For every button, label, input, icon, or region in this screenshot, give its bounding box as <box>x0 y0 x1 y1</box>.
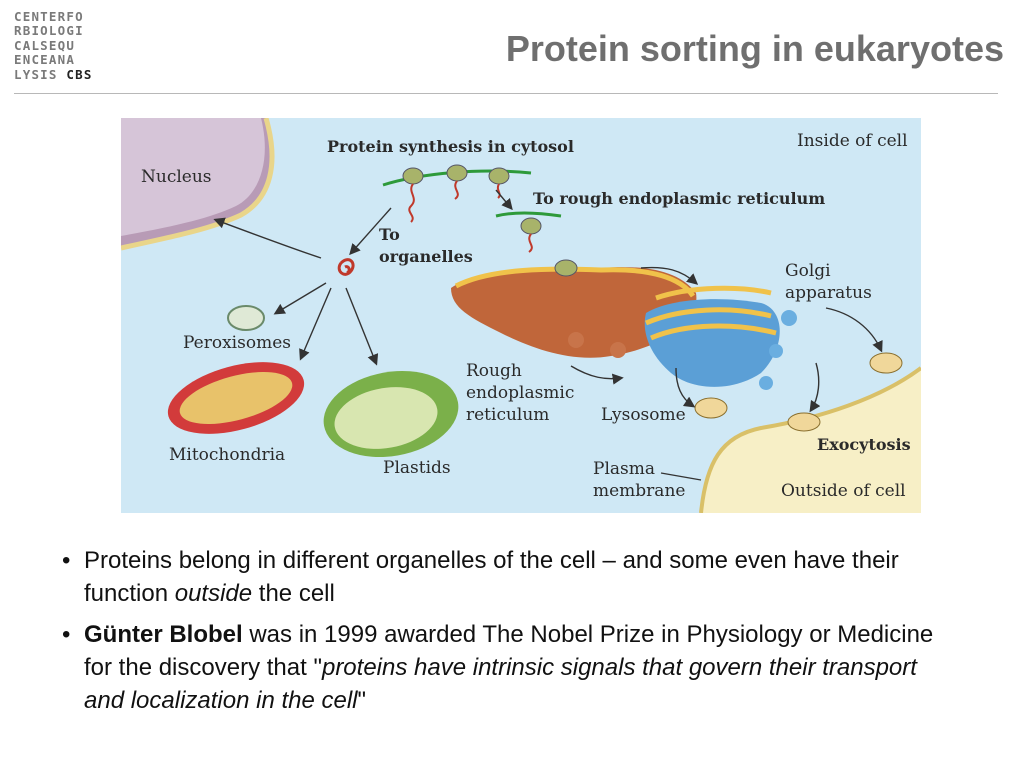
label-endoplasmic: endoplasmic <box>466 383 574 403</box>
secretory-vesicle <box>869 352 903 374</box>
arrow-to-organelles <box>349 207 392 256</box>
label-outside-cell: Outside of cell <box>781 481 906 501</box>
slide-title: Protein sorting in eukaryotes <box>505 28 1004 69</box>
golgi-vesicle <box>781 310 797 326</box>
arrow-to-vesicle <box>825 307 883 353</box>
label-organelles: organelles <box>379 247 473 266</box>
label-plasma: Plasma <box>593 459 655 479</box>
logo-line: CENTERFO <box>14 9 84 24</box>
label-inside-cell: Inside of cell <box>797 131 908 151</box>
ribosome-icon <box>520 217 542 253</box>
protein-sorting-figure: Protein synthesis in cytosol Inside of c… <box>121 118 921 513</box>
label-membrane: membrane <box>593 481 685 501</box>
golgi-cisterna <box>650 323 777 341</box>
label-lysosome: Lysosome <box>601 405 686 425</box>
bullet-item: • Proteins belong in different organelles… <box>62 544 962 610</box>
bullet-list: • Proteins belong in different organelles… <box>62 544 962 725</box>
bullet-strong: Günter Blobel <box>84 621 243 648</box>
golgi-vesicle <box>769 344 783 358</box>
rough-er-vesicle <box>610 342 626 358</box>
ribosome-icon <box>402 167 424 223</box>
arrow-to-mitochondrion <box>299 287 332 361</box>
golgi-cisterna <box>645 307 772 326</box>
label-to: To <box>379 225 400 244</box>
exocytosis-vesicle <box>787 412 821 432</box>
cbs-logo: CENTERFO RBIOLOGI CALSEQU ENCEANA LYSIS … <box>14 9 93 82</box>
rough-er-shape <box>451 267 697 358</box>
plasma-membrane-shape <box>699 366 921 513</box>
bullet-dot: • <box>62 621 71 648</box>
arrow-to-plastid <box>345 287 379 366</box>
label-apparatus: apparatus <box>785 283 872 303</box>
rough-er-vesicle <box>568 332 584 348</box>
bullet-emphasis: proteins have intrinsic signals that gov… <box>84 654 917 714</box>
rough-er-membrane <box>454 266 696 298</box>
lysosome-shape <box>694 397 728 419</box>
bullet-text: was in 1999 awarded The Nobel Prize in P… <box>84 621 934 681</box>
nucleus-inner <box>121 118 265 236</box>
title-divider <box>14 93 998 94</box>
mitochondrion-inner <box>179 371 293 425</box>
logo-line-last: LYSIS CBS <box>14 66 93 82</box>
arrow-to-nucleus <box>213 217 322 259</box>
ribosome-icon <box>446 164 468 200</box>
bullet-item: • Günter Blobel was in 1999 awarded The N… <box>62 618 962 717</box>
nucleus-envelope <box>121 118 275 251</box>
logo-line: RBIOLOGI <box>14 23 84 39</box>
bullet-text: the cell <box>252 580 335 607</box>
label-to-rer: To rough endoplasmic reticulum <box>533 189 825 208</box>
pointer-plasma-membrane <box>660 472 702 481</box>
label-plastids: Plastids <box>383 458 451 478</box>
label-mitochondria: Mitochondria <box>169 445 285 465</box>
label-golgi: Golgi <box>785 261 831 281</box>
label-rough: Rough <box>466 361 522 381</box>
arrow-to-peroxisome <box>273 282 327 315</box>
bullet-text: " <box>357 687 367 714</box>
label-nucleus: Nucleus <box>141 167 212 187</box>
label-exocytosis: Exocytosis <box>817 435 911 454</box>
label-synthesis: Protein synthesis in cytosol <box>327 137 574 156</box>
mrna-strand <box>495 211 562 218</box>
label-reticulum: reticulum <box>466 405 549 425</box>
arrow-er-label <box>570 365 624 385</box>
logo-line: CALSEQU <box>14 37 76 53</box>
plastid-inner <box>334 387 438 449</box>
arrow-to-golgi <box>640 266 699 285</box>
arrow-to-lysosome <box>675 367 696 408</box>
logo-line: ENCEANA <box>14 52 76 68</box>
golgi-shape <box>644 299 780 387</box>
peroxisome-shape <box>227 305 265 331</box>
logo-line-prefix: LYSIS <box>14 66 58 82</box>
bullet-dot: • <box>62 547 71 574</box>
arrow-to-exocytosis <box>809 362 821 413</box>
golgi-vesicle <box>759 376 773 390</box>
logo-cbs: CBS <box>66 66 93 82</box>
bullet-emphasis: outside <box>174 580 253 607</box>
transport-vesicle <box>554 259 578 277</box>
arrow-to-rer <box>495 189 513 211</box>
folded-protein-icon <box>337 258 355 276</box>
ribosome-icon <box>488 167 510 199</box>
golgi-cisterna <box>655 285 772 301</box>
bullet-text: Proteins belong in different organelles … <box>84 547 899 607</box>
label-peroxisomes: Peroxisomes <box>183 333 291 353</box>
outside-cell-region <box>701 368 921 513</box>
